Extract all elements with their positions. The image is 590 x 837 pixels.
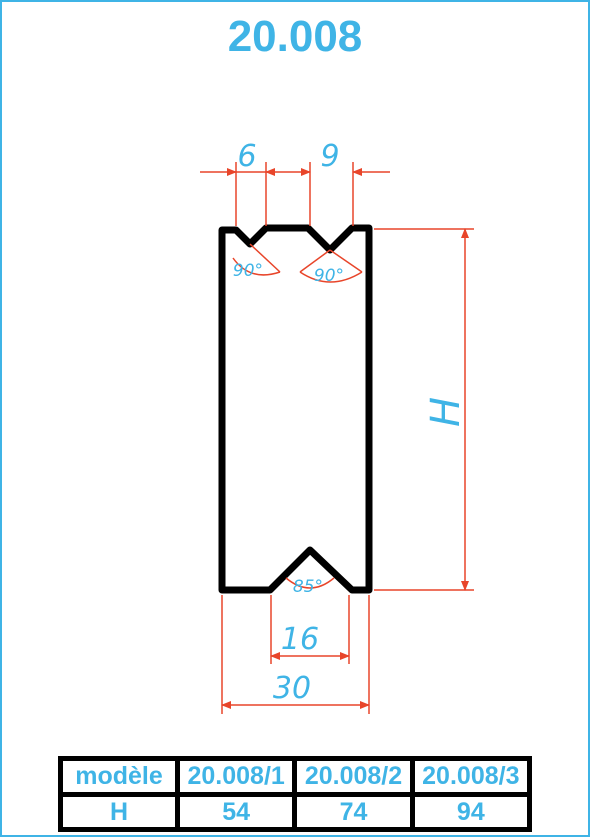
groove-width-dimension-lines: [270, 595, 350, 664]
total-width-dimension-lines: [221, 595, 370, 714]
table-cell-height: 54: [174, 791, 298, 832]
dim-groove-width: 16: [281, 622, 319, 657]
table-row-models: modèle 20.008/1 20.008/2 20.008/3: [58, 756, 533, 797]
table-header-model: modèle: [58, 756, 180, 797]
angle-arcs: [232, 243, 363, 589]
dim-total-width: 30: [273, 671, 311, 706]
model-table: modèle 20.008/1 20.008/2 20.008/3 H 54 7…: [58, 756, 533, 832]
angle-top-right: 90°: [314, 266, 344, 286]
table-row-heights: H 54 74 94: [58, 791, 533, 832]
angle-top-left: 90°: [233, 261, 263, 281]
table-cell-model: 20.008/2: [292, 756, 415, 797]
table-cell-model: 20.008/1: [174, 756, 298, 797]
table-header-height: H: [58, 791, 180, 832]
table-cell-height: 74: [292, 791, 415, 832]
angle-bottom: 85°: [293, 577, 323, 597]
dim-height: H: [423, 397, 469, 427]
table-cell-model: 20.008/3: [409, 756, 533, 797]
top-dimension-lines: [200, 162, 390, 226]
height-dimension-lines: [374, 228, 474, 591]
dim-top-left: 6: [237, 139, 256, 174]
profile-outline: [218, 224, 373, 594]
table-cell-height: 94: [409, 791, 533, 832]
dim-top-right: 9: [320, 139, 339, 174]
drawing-title: 20.008: [227, 12, 363, 61]
